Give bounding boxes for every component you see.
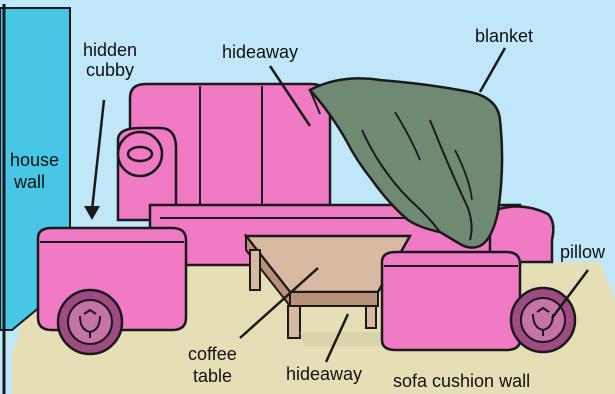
blanket-fold-3 (454, 149, 473, 201)
tulip-icon (79, 308, 101, 338)
coffee-table-leg-2 (287, 305, 301, 339)
label-coffee: coffee (188, 344, 237, 364)
callout-hideaway-bottom (324, 313, 350, 363)
label-sofa-cushion-wall: sofa cushion wall (393, 371, 530, 391)
coffee-table-front (289, 291, 379, 307)
sofa-arm-roll (116, 130, 164, 178)
callout-hidden-cubby-arrow (84, 206, 100, 220)
callout-pillow (551, 269, 589, 319)
blanket-fold-5 (309, 89, 321, 115)
sofa-arm-roll-inner (126, 145, 154, 163)
table-shadow (300, 332, 396, 346)
blanket-fold-1 (361, 129, 441, 233)
label-hideaway-bottom: hideaway (286, 364, 362, 384)
sofa-arm-right (488, 205, 555, 264)
label-house: house (10, 150, 59, 170)
pillow-right-inner (520, 297, 566, 343)
pillow-left-inner (67, 299, 113, 345)
coffee-table-leg-1 (249, 249, 261, 291)
coffee-table-leg-3 (365, 305, 377, 329)
label-blanket: blanket (475, 26, 533, 46)
blanket-fold-2 (429, 119, 473, 241)
callout-blanket (478, 47, 507, 93)
label-hideaway-top: hideaway (222, 42, 298, 62)
callout-hideaway-top (268, 65, 312, 127)
label-hidden: hidden (83, 40, 137, 60)
callout-coffee-table (239, 267, 319, 339)
blanket (307, 77, 504, 249)
blanket-fold-4 (394, 111, 421, 161)
callout-hidden-cubby (90, 99, 106, 211)
tulip-icon (532, 306, 554, 336)
label-pillow: pillow (560, 242, 606, 262)
label-cubby: cubby (86, 60, 134, 80)
label-wall: wall (13, 172, 45, 192)
label-table: table (193, 366, 232, 386)
